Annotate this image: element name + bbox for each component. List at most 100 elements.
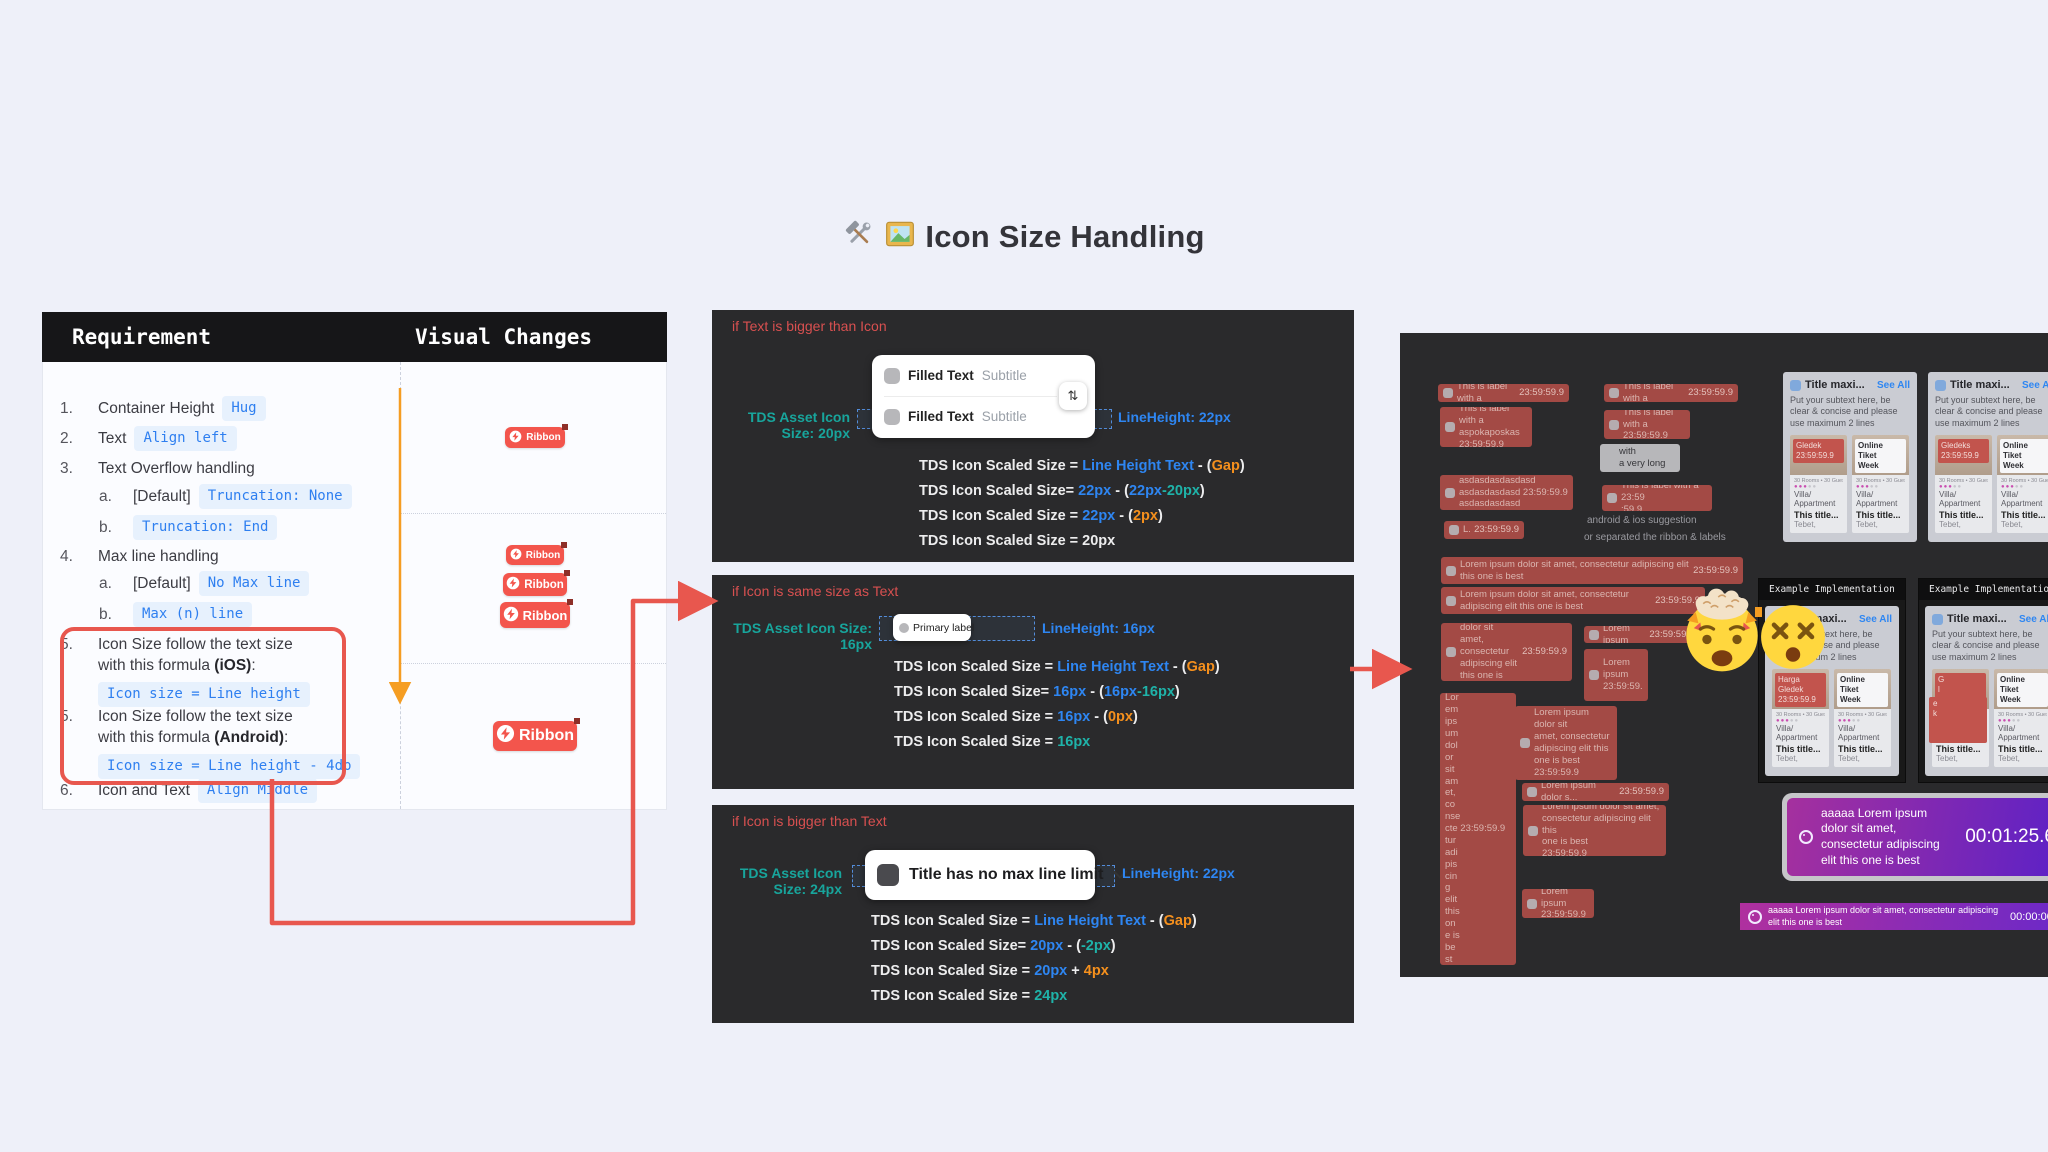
selection-handle xyxy=(1755,607,1762,617)
item-number: 5. xyxy=(60,708,73,725)
see-all-link[interactable]: See All xyxy=(1877,379,1910,391)
item-number: b. xyxy=(99,606,112,623)
ribbon-badge: Ribbon xyxy=(503,570,570,596)
tile-photo: Gledeks 23:59:59.9 xyxy=(1935,434,1992,475)
tile-location: Tebet, xyxy=(2001,519,2023,529)
rating-dots: ●●●●● xyxy=(2001,483,2025,490)
formula-line: TDS Icon Scaled Size= 16px - (16px-16px) xyxy=(894,684,1180,700)
selection-handle xyxy=(562,424,568,430)
formula-line: TDS Icon Scaled Size = Line Height Text … xyxy=(894,659,1220,675)
item-number: b. xyxy=(99,519,112,536)
timestamp: 23:59:59.9 xyxy=(1519,387,1564,399)
list-item-widget: Filled Text Subtitle Filled Text Subtitl… xyxy=(872,355,1095,438)
formula-line: TDS Icon Scaled Size = 22px - (2px) xyxy=(919,508,1163,524)
line-height-label: LineHeight: 16px xyxy=(1042,620,1155,636)
timestamp: 23:59:59. xyxy=(1649,628,1689,640)
card-subtext: Put your subtext here, be clear & concis… xyxy=(1790,395,1898,428)
placeholder-icon xyxy=(1446,647,1456,657)
tile-title: This title... xyxy=(1939,509,1984,520)
board-caption: android & ios suggestion xyxy=(1587,515,1697,526)
tile-type: Villa/ xyxy=(2001,489,2019,499)
shutter-icon xyxy=(1799,830,1813,844)
item-number: 3. xyxy=(60,460,73,477)
ribbon-badge: Ribbon xyxy=(505,424,568,448)
requirement-item: 4.Max line handling xyxy=(60,546,219,567)
formula-line: TDS Icon Scaled Size = 16px - (0px) xyxy=(894,709,1138,725)
label-text: This is label with a xyxy=(1457,384,1508,402)
card-title: Title maxi... xyxy=(1805,379,1865,391)
spec-chip: No Max line xyxy=(198,571,310,596)
tile-type: Villa/ xyxy=(1794,489,1812,499)
label-box: This is label with a very long text xyxy=(1600,444,1680,472)
tile-location: Tebet, xyxy=(1856,519,1878,529)
panel-icon-bigger-than-text: if Icon is bigger than Text TDS Asset Ic… xyxy=(712,805,1354,1023)
tile-overlay-label: Online Tiket Week xyxy=(2000,438,2048,473)
listing-tile: Online Tiket Week 30 Rooms • 30 Guests • … xyxy=(1994,668,2048,767)
label-text: L... xyxy=(1463,524,1470,536)
tile-overlay-label: Gledeks 23:59:59.9 xyxy=(1938,438,1989,463)
dizzy-face-emoji xyxy=(1755,599,1831,675)
condition-label: if Icon is same size as Text xyxy=(732,583,899,599)
thumbnail-icon xyxy=(1790,379,1801,391)
row-divider xyxy=(884,396,1057,397)
ribbon-label: Ribbon xyxy=(518,727,575,744)
ribbon-label: Ribbon xyxy=(526,432,561,443)
label-text: Lorem ipsum dolor sit amet, consectetur … xyxy=(1460,623,1518,681)
tile-title: This title... xyxy=(1776,743,1821,754)
tile-overlay-label: Online Tiket Week xyxy=(1997,672,2048,707)
selection-handle xyxy=(561,542,567,548)
label-box: Lorem ipsum dolor s...23:59:59.9 xyxy=(1522,783,1669,801)
formula-line: TDS Icon Scaled Size = Line Height Text … xyxy=(871,913,1197,929)
tile-overlay-label: Gledek 23:59:59.9 xyxy=(1793,438,1844,463)
spec-chip: Align left xyxy=(134,426,237,451)
label-box: L...23:59:59.9 xyxy=(1444,521,1524,539)
see-all-link[interactable]: See All xyxy=(1859,613,1892,625)
formula-line: TDS Icon Scaled Size = 20px xyxy=(919,533,1116,549)
tile-meta: 30 Rooms • 30 Guests • 4 xyxy=(1838,711,1887,718)
dropdown-widget[interactable]: Title has no max line limit xyxy=(865,850,1128,900)
label-widget: Primary label xyxy=(893,614,974,641)
label-text: asdasdasdasdasd asdasdasdasd 23:59:59.9 … xyxy=(1459,475,1568,510)
spec-chip: Hug xyxy=(222,396,266,421)
swap-button[interactable]: ⇅ xyxy=(1059,382,1087,410)
tile-location: Tebet, xyxy=(1838,753,1860,763)
tile-type: Appartment xyxy=(1856,499,1898,509)
panel-text-bigger-than-icon: if Text is bigger than Icon TDS Asset Ic… xyxy=(712,310,1354,562)
label-box: Lorem ipsum dolor sit amet, consectetur … xyxy=(1441,557,1743,584)
see-all-link[interactable]: See All xyxy=(2022,379,2048,391)
item-text: Icon Size follow the text size xyxy=(98,708,293,725)
panel-icon-same-size-as-text: if Icon is same size as Text TDS Asset I… xyxy=(712,575,1354,789)
lightning-bolt-icon xyxy=(506,576,520,593)
tile-type: Villa/ xyxy=(1838,723,1856,733)
row-divider xyxy=(400,663,666,664)
label-text: This is label with a aspokaposkas 23:59:… xyxy=(1459,407,1520,447)
label-text: Lorem ipsum dolor sit amet, consectetur … xyxy=(1460,588,1629,612)
exploding-head-emoji xyxy=(1675,583,1769,677)
rating-dots: ●●●●● xyxy=(1939,483,1963,490)
tile-meta: 30 Rooms • 30 Guests • 4 xyxy=(1998,711,2047,718)
see-all-link[interactable]: See All xyxy=(2019,613,2048,625)
line-height-label: LineHeight: 22px xyxy=(1118,409,1231,425)
card-subtext: Put your subtext here, be clear & concis… xyxy=(1935,395,2043,428)
tile-title: This title... xyxy=(1838,743,1883,754)
selection-handle xyxy=(574,718,580,724)
tile-photo: Online Tiket Week xyxy=(1997,434,2048,475)
frame-title: Example Implementation xyxy=(1759,579,1905,600)
icon-size-label: TDS Asset Icon Size: 20px xyxy=(747,409,850,441)
placeholder-icon xyxy=(1589,629,1599,640)
tile-type: Appartment xyxy=(1998,733,2040,743)
spec-chip: Icon size = Line height xyxy=(98,682,310,707)
timestamp: 23:59:59.9 xyxy=(1655,594,1700,606)
spec-chip: Icon size = Line height - 4dp xyxy=(98,754,361,779)
item-text: Container Height xyxy=(98,400,215,417)
selection-handle xyxy=(564,570,570,576)
placeholder-icon xyxy=(1609,419,1619,430)
label-box: Lorem ipsum 23:59:59.9 xyxy=(1584,649,1648,701)
row-title: Filled Text xyxy=(908,409,974,424)
item-number: 5. xyxy=(60,636,73,653)
